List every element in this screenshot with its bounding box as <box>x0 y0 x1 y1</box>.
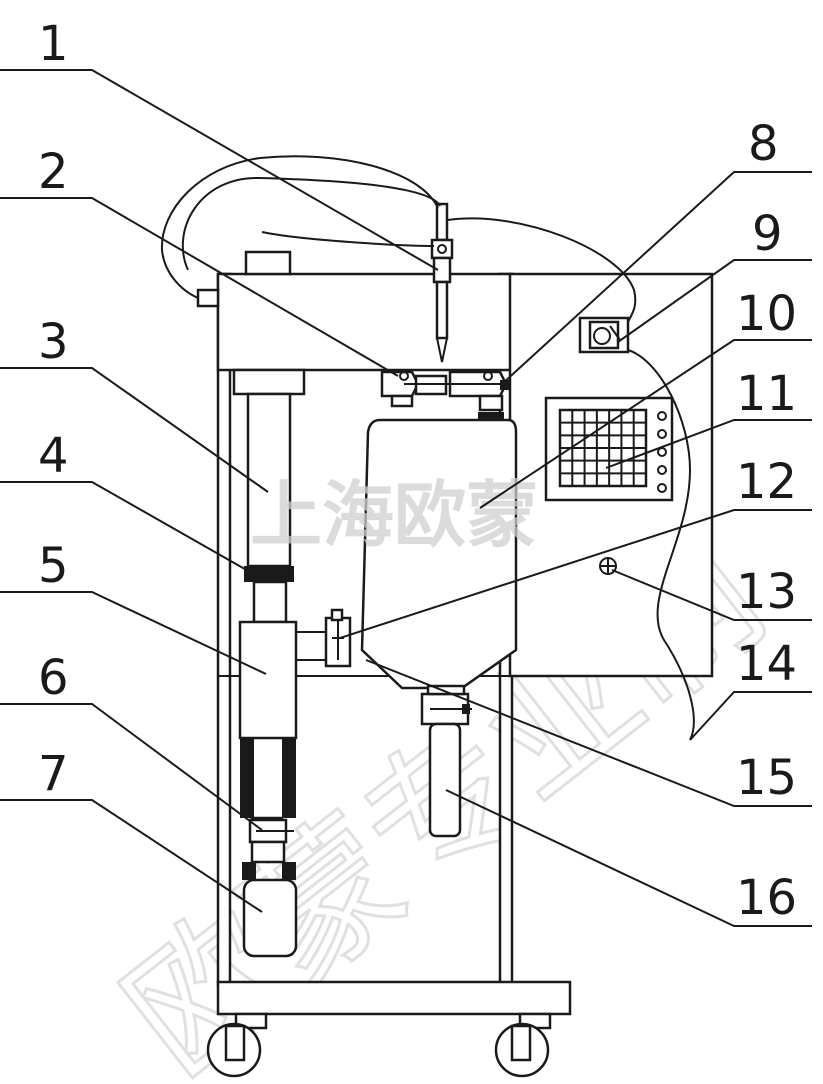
leader-6 <box>0 703 263 831</box>
label-16: 16 <box>736 870 797 926</box>
caster-left <box>206 1012 268 1078</box>
label-1: 1 <box>38 16 69 72</box>
collection-bottle-7 <box>242 878 298 958</box>
label-8: 8 <box>748 116 779 172</box>
watermark-small: 上海欧蒙 <box>250 472 538 557</box>
chamber-clamps <box>380 370 510 422</box>
power-switch-13 <box>599 557 617 575</box>
seal-ring-4 <box>244 566 294 582</box>
label-2: 2 <box>38 144 69 200</box>
label-10: 10 <box>736 286 797 342</box>
label-4: 4 <box>38 428 69 484</box>
spray-nozzle-1 <box>430 202 454 363</box>
leader-13 <box>611 569 812 621</box>
display-screen-11 <box>544 396 674 502</box>
sample-tube-16 <box>428 722 462 838</box>
column-tube-3 <box>246 392 292 568</box>
machine-frame <box>196 250 714 1016</box>
label-3: 3 <box>38 314 69 370</box>
leader-4 <box>0 481 251 573</box>
base-plate <box>216 980 572 1016</box>
clamp-12 <box>324 608 352 668</box>
left-column-assembly <box>232 368 306 958</box>
leader-12 <box>339 509 812 639</box>
label-6: 6 <box>38 650 69 706</box>
leader-14 <box>689 691 812 741</box>
left-upright <box>216 272 232 986</box>
leader-11 <box>605 419 812 469</box>
leader-1 <box>0 69 439 271</box>
leader-5 <box>0 591 267 675</box>
power-cable-14 <box>627 349 695 741</box>
label-15: 15 <box>736 750 797 806</box>
leader-9 <box>617 259 812 343</box>
label-7: 7 <box>38 746 69 802</box>
peristaltic-pump-9 <box>578 316 630 354</box>
column-neck <box>252 580 288 624</box>
label-9: 9 <box>752 206 783 262</box>
label-13: 13 <box>736 564 797 620</box>
leader-16 <box>445 789 812 927</box>
label-5: 5 <box>38 538 69 594</box>
top-cap <box>244 250 292 276</box>
leader-8 <box>501 171 812 385</box>
leader-15 <box>365 659 812 807</box>
caster-right <box>494 1012 552 1078</box>
air-inlet-stub <box>196 288 220 308</box>
leader-7 <box>0 799 263 913</box>
column-flange <box>232 368 306 396</box>
leader-10 <box>479 339 812 509</box>
leader-2 <box>0 197 399 377</box>
tubing <box>160 155 695 741</box>
leader-3 <box>0 367 269 493</box>
leader-lines <box>0 69 812 927</box>
label-12: 12 <box>736 454 797 510</box>
label-11: 11 <box>736 366 797 422</box>
label-14: 14 <box>736 636 797 692</box>
top-heater-box <box>216 272 514 372</box>
cyclone-body-5 <box>238 620 298 740</box>
part-labels: 1 2 3 4 5 6 7 8 9 10 11 12 13 14 15 16 <box>38 16 797 926</box>
outlet-clamp-15 <box>420 684 472 726</box>
